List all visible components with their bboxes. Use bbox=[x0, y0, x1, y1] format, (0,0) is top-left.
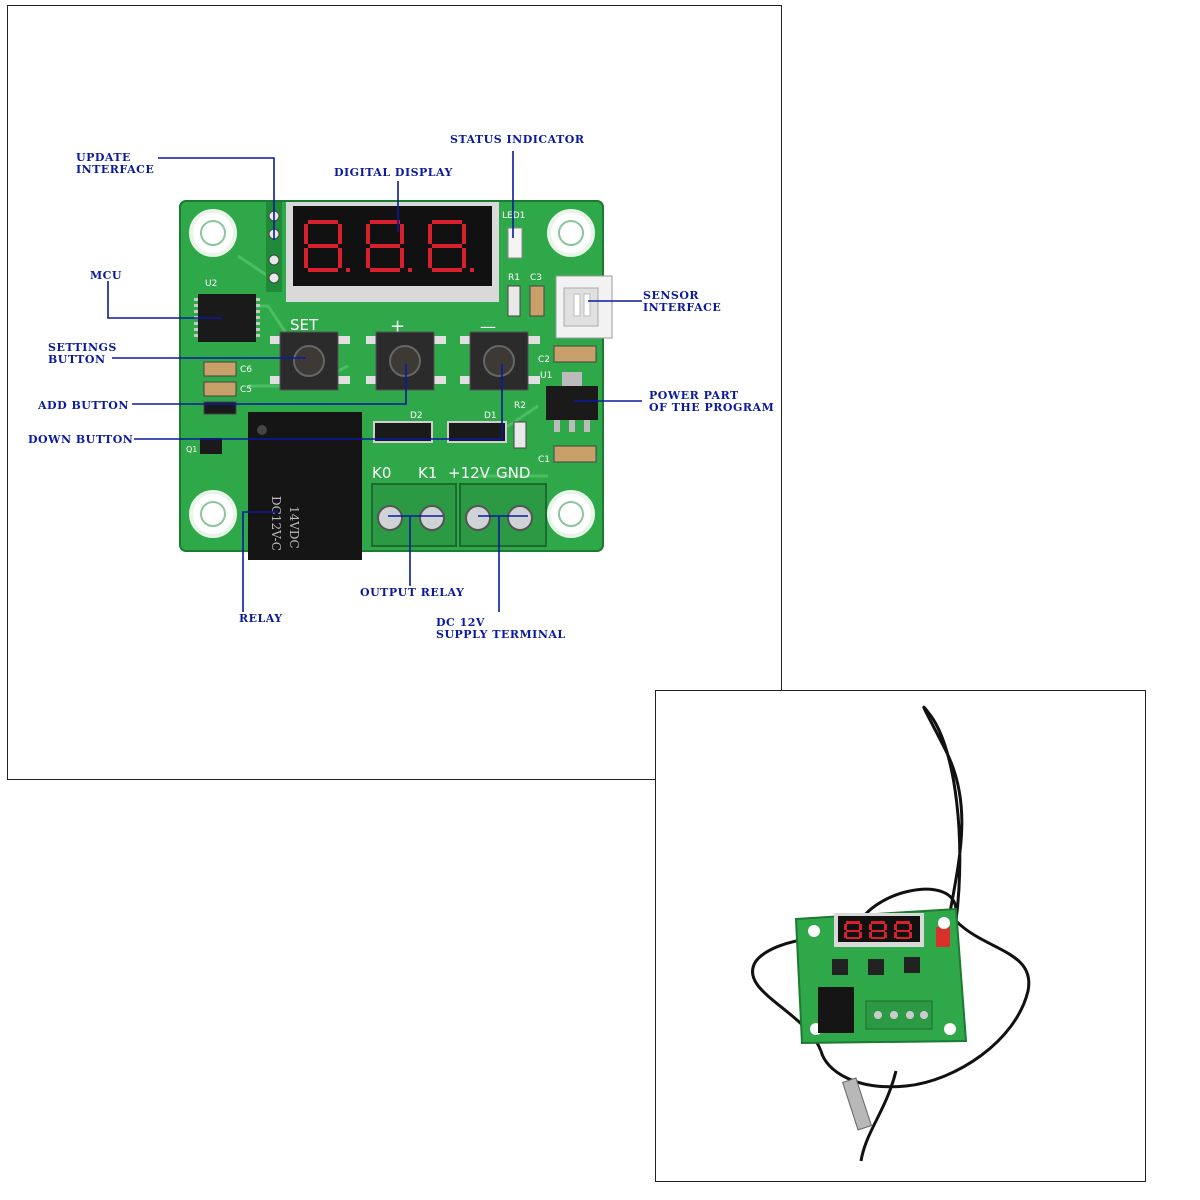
silk-k0: K0 bbox=[372, 464, 391, 482]
power-regulator: C2 U1 C1 bbox=[538, 345, 598, 465]
silk-c1: C1 bbox=[538, 455, 550, 465]
silk-12v: +12V bbox=[448, 464, 491, 482]
product-photo bbox=[655, 690, 1146, 1182]
label-status-indicator: STATUS INDICATOR bbox=[450, 133, 585, 146]
silk-set: SET bbox=[290, 316, 319, 334]
product-photo-svg bbox=[751, 705, 1031, 1162]
silk-d2: D2 bbox=[410, 411, 423, 421]
sensor-interface-connector bbox=[555, 275, 613, 339]
label-settings-button-2: BUTTON bbox=[48, 353, 106, 366]
label-settings-button-1: SETTINGS bbox=[48, 341, 117, 354]
silk-c6: C6 bbox=[240, 365, 252, 375]
label-down-button: DOWN BUTTON bbox=[28, 433, 133, 446]
label-relay: RELAY bbox=[239, 612, 283, 625]
smd-r1-c3: R1 C3 bbox=[507, 273, 545, 317]
label-power-part-1: POWER PART bbox=[649, 389, 739, 402]
silk-c3: C3 bbox=[530, 273, 542, 283]
probe-tip bbox=[841, 1077, 873, 1131]
down-button[interactable] bbox=[460, 331, 540, 391]
display-digit-3 bbox=[428, 220, 474, 272]
label-dc-supply-2: SUPPLY TERMINAL bbox=[436, 628, 566, 641]
silk-c2: C2 bbox=[538, 355, 550, 365]
label-power-part-2: OF THE PROGRAM bbox=[649, 401, 774, 414]
leader-lines bbox=[107, 151, 642, 612]
diodes: D2 D1 R2 bbox=[373, 401, 527, 449]
silk-gnd: GND bbox=[496, 464, 530, 482]
photo-board bbox=[794, 907, 968, 1045]
display-digit-1 bbox=[304, 220, 350, 272]
silk-minus: — bbox=[480, 317, 496, 336]
silk-c5: C5 bbox=[240, 385, 252, 395]
set-button[interactable] bbox=[270, 331, 350, 391]
silk-u1: U1 bbox=[540, 371, 552, 381]
relay-text-1: 14VDC bbox=[287, 506, 301, 549]
silk-r2: R2 bbox=[514, 401, 526, 411]
annotated-board-diagram: LED1 R1 C3 U2 bbox=[7, 5, 782, 780]
silk-q1: Q1 bbox=[186, 445, 197, 454]
digital-display bbox=[286, 202, 499, 302]
label-sensor-interface-1: SENSOR bbox=[643, 289, 699, 302]
label-add-button: ADD BUTTON bbox=[37, 399, 129, 412]
label-update-interface-2: INTERFACE bbox=[76, 163, 154, 176]
pcb-board: LED1 R1 C3 U2 bbox=[179, 200, 613, 560]
display-digit-2 bbox=[366, 220, 412, 272]
silk-u2: U2 bbox=[205, 279, 217, 289]
relay-text-2: DC12V-C bbox=[269, 496, 283, 551]
label-update-interface-1: UPDATE bbox=[76, 151, 131, 164]
silk-r1: R1 bbox=[508, 273, 520, 283]
terminal-block: K0 K1 +12V GND bbox=[371, 464, 547, 547]
smd-left-parts: C6 C5 Q1 bbox=[186, 361, 252, 454]
board-diagram-svg: LED1 R1 C3 U2 bbox=[28, 133, 774, 641]
label-output-relay: OUTPUT RELAY bbox=[360, 586, 464, 599]
label-digital-display: DIGITAL DISPLAY bbox=[334, 166, 453, 179]
label-sensor-interface-2: INTERFACE bbox=[643, 301, 721, 314]
silk-d1: D1 bbox=[484, 411, 497, 421]
relay-component: 14VDC DC12V-C bbox=[248, 412, 362, 560]
label-dc-supply-1: DC 12V bbox=[436, 616, 485, 629]
silk-k1: K1 bbox=[418, 464, 437, 482]
mounting-holes bbox=[189, 209, 595, 538]
label-mcu: MCU bbox=[90, 269, 122, 282]
callouts: UPDATE INTERFACE DIGITAL DISPLAY STATUS … bbox=[28, 133, 774, 641]
